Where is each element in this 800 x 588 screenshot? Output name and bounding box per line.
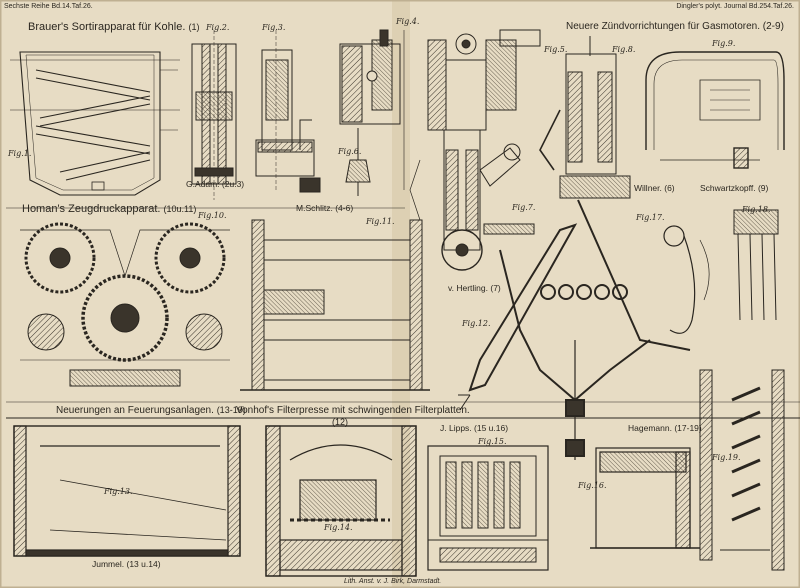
caption-hertling-name: v. Hertling.: [448, 283, 488, 293]
caption-hertling: v. Hertling. (7): [448, 284, 501, 293]
fig19-drawing: [699, 369, 785, 571]
caption-hagemann: Hagemann. (17-19): [628, 424, 702, 433]
fig5-drawing: [427, 29, 541, 131]
fig11-label: Fig.11.: [366, 217, 395, 226]
fig18-label: Fig.18.: [742, 205, 771, 214]
fig2-drawing: [191, 30, 237, 200]
fig10-drawing: [20, 222, 230, 387]
caption-lipps-ref: (15 u.16): [474, 423, 509, 433]
fig16-label: Fig.16.: [578, 481, 607, 490]
fig17-label: Fig.17.: [636, 213, 665, 222]
caption-lipps-name: J. Lipps.: [440, 423, 472, 433]
heading-homan: Homan's Zeugdruckapparat. (10u.11): [22, 204, 196, 215]
fig6-label: Fig.6.: [338, 147, 362, 156]
fig12-label: Fig.12.: [462, 319, 491, 328]
fig13-label: Fig.13.: [104, 487, 133, 496]
fig15-label: Fig.15.: [478, 437, 507, 446]
fig17-drawing: [663, 225, 710, 334]
heading-vonhof-ref: (12): [332, 417, 349, 427]
caption-schwartzkopff-ref: (9): [757, 183, 769, 193]
caption-willner-name: Willner.: [634, 183, 662, 193]
fig19-label: Fig.19.: [712, 453, 741, 462]
fig1-label: Fig.1.: [8, 149, 32, 158]
plate-header-left: Sechste Reihe Bd.14.Taf.26.: [4, 3, 93, 10]
caption-adam-ref: (2u.3): [221, 179, 245, 189]
fig13-drawing: [13, 425, 241, 557]
heading-gas: Neuere Zündvorrichtungen für Gasmotoren.…: [566, 22, 784, 32]
heading-homan-title: Homan's Zeugdruckapparat.: [22, 203, 161, 215]
heading-feuerung: Neuerungen an Feuerungsanlagen. (13-19): [56, 406, 246, 416]
fig14-label: Fig.14.: [324, 523, 353, 532]
fig2-label: Fig.2.: [206, 23, 230, 32]
fig7-label: Fig.7.: [512, 203, 536, 212]
fig15-drawing: [427, 445, 549, 571]
heading-homan-ref: (10u.11): [163, 204, 197, 214]
fig8-drawing: [539, 36, 631, 199]
caption-schlitz: M.Schlitz. (4-6): [296, 204, 353, 213]
caption-schwartzkopff-name: Schwartzkopff.: [700, 183, 756, 193]
caption-willner: Willner. (6): [634, 184, 675, 193]
plate-header-right: Dingler's polyt. Journal Bd.254.Taf.26.: [676, 3, 794, 10]
caption-jummel-name: Jummel.: [92, 559, 125, 569]
caption-schlitz-ref: (4-6): [335, 203, 354, 213]
caption-schlitz-name: M.Schlitz.: [296, 203, 333, 213]
heading-vonhof-title: Vonhof's Filterpresse mit schwingenden F…: [236, 405, 470, 416]
heading-brauer: Brauer's Sortirapparat für Kohle. (1): [28, 22, 199, 33]
caption-willner-ref: (6): [664, 183, 675, 193]
caption-hagemann-name: Hagemann.: [628, 423, 672, 433]
heading-brauer-ref: (1): [188, 22, 200, 32]
fig11-drawing: [240, 219, 430, 391]
fig6-drawing: [345, 128, 371, 196]
heading-feuerung-ref: (13-19): [216, 405, 246, 415]
caption-jummel-ref: (13 u.14): [126, 559, 161, 569]
fig8-label: Fig.8.: [612, 45, 636, 54]
fig4-label: Fig.4.: [396, 17, 420, 26]
fig9-label: Fig.9.: [712, 39, 736, 48]
heading-brauer-title: Brauer's Sortirapparat für Kohle.: [28, 21, 186, 33]
fig4-drawing: [299, 29, 405, 193]
fig3-label: Fig.3.: [262, 23, 286, 32]
fig18-drawing: [733, 209, 779, 321]
caption-hagemann-ref: (17-19): [674, 423, 702, 433]
fig16-drawing: [590, 447, 700, 549]
caption-jummel: Jummel. (13 u.14): [92, 560, 161, 569]
fig12-drawing: [458, 199, 691, 460]
heading-feuerung-title: Neuerungen an Feuerungsanlagen.: [56, 405, 214, 416]
fig1-drawing: [10, 51, 180, 196]
caption-lipps: J. Lipps. (15 u.16): [440, 424, 508, 433]
fig14-drawing: [265, 425, 417, 577]
heading-vonhof: Vonhof's Filterpresse mit schwingenden F…: [236, 406, 470, 416]
fig3-drawing: [255, 30, 315, 190]
caption-adam-name: G.Adam.: [186, 179, 220, 189]
caption-adam: G.Adam. (2u.3): [186, 180, 244, 189]
heading-gas-title: Neuere Zündvorrichtungen für Gasmotoren.: [566, 21, 760, 32]
heading-gas-ref: (2-9): [762, 21, 784, 32]
fig9-drawing: [645, 51, 785, 169]
caption-hertling-ref: (7): [490, 283, 501, 293]
fig10-label: Fig.10.: [198, 211, 227, 220]
fig5-label: Fig.5.: [544, 45, 568, 54]
caption-schwartzkopff: Schwartzkopff. (9): [700, 184, 768, 193]
lithographer-credit: Lith. Anst. v. J. Birk, Darmstadt.: [344, 578, 442, 585]
fig7-drawing: [409, 129, 535, 271]
